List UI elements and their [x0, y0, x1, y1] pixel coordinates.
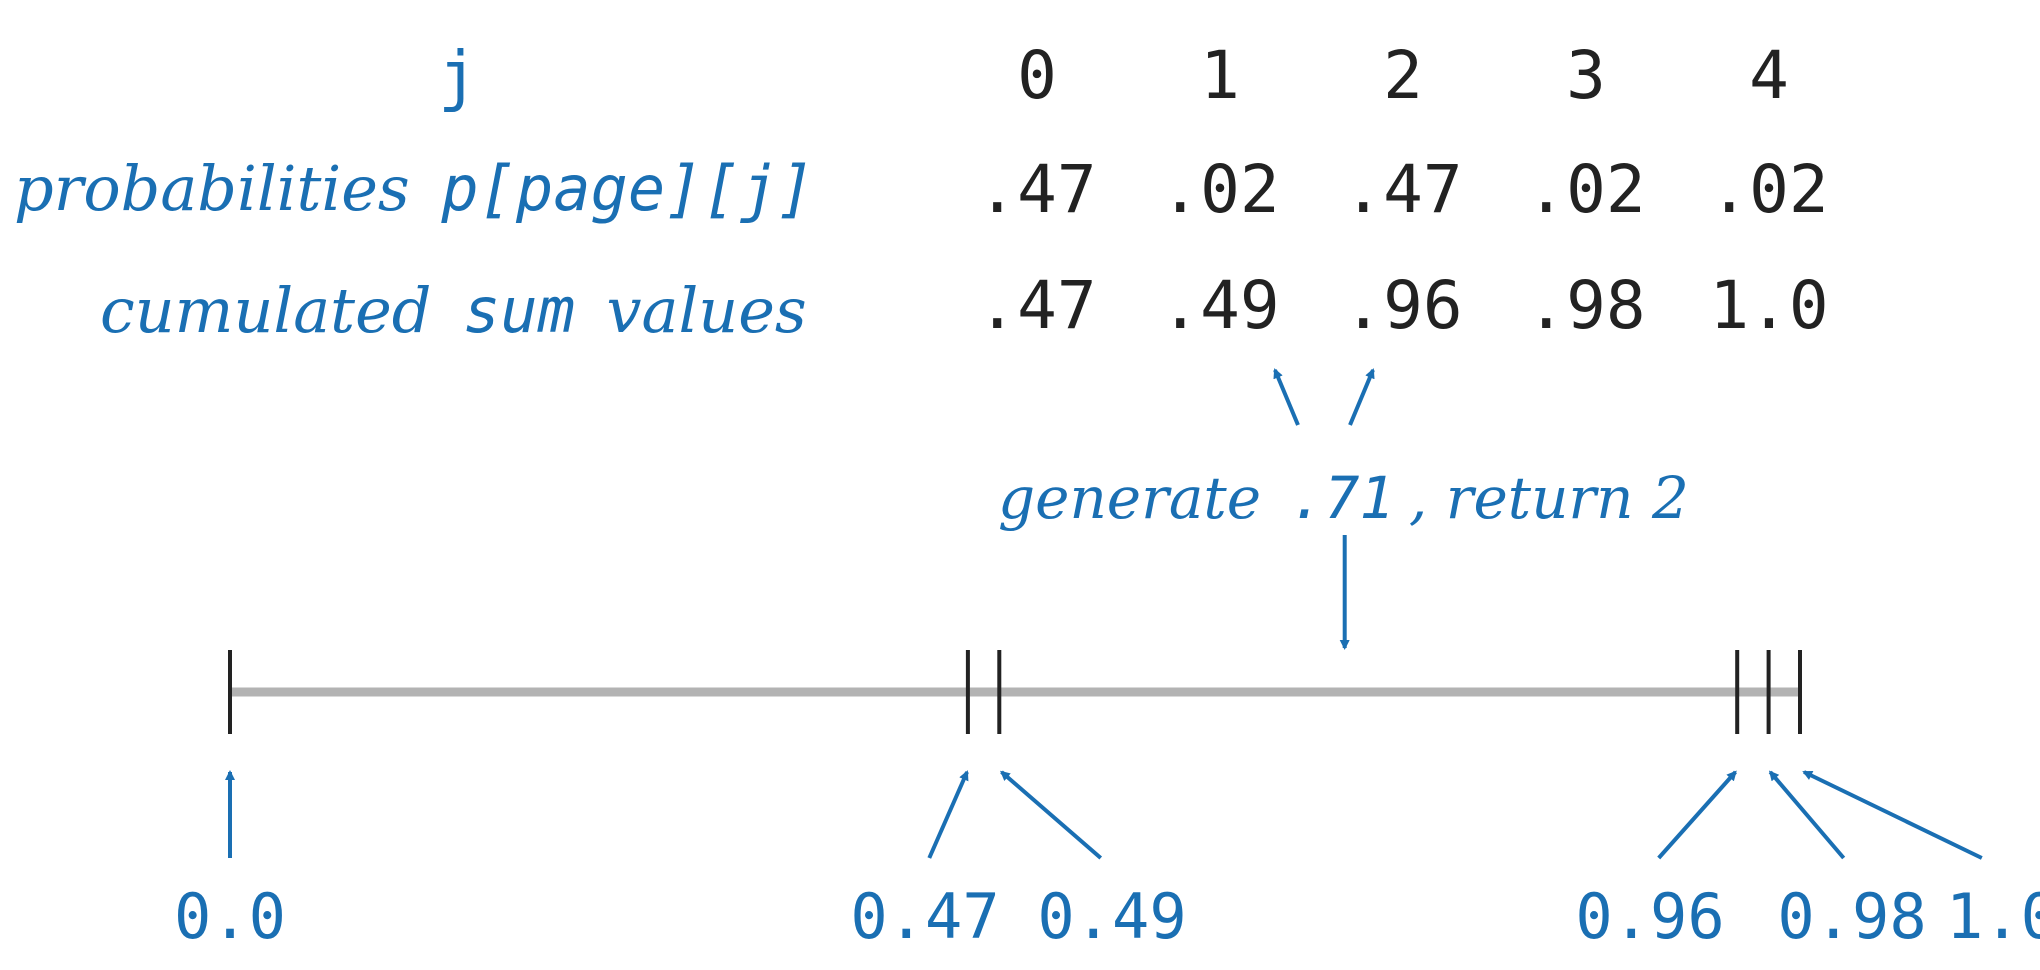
cumulative-2: .96 — [1343, 267, 1462, 344]
index-1: 1 — [1200, 37, 1240, 114]
tick-label-arrow — [1802, 770, 1983, 860]
probability-4: .02 — [1709, 151, 1828, 228]
cumulative-3: .98 — [1526, 267, 1645, 344]
sum-code: sum — [463, 274, 575, 347]
index-3: 3 — [1566, 37, 1606, 114]
caption-suffix: , return 2 — [1409, 464, 1689, 532]
arrow-to-cumulative-1 — [1273, 368, 1300, 426]
generate-caption: generate .71 , return 2 — [998, 464, 1689, 532]
number-line-labels: 0.0 0.47 0.49 0.96 0.98 1.0 — [174, 880, 2040, 953]
tick-label: 1.0 — [1946, 880, 2040, 953]
probability-0: .47 — [977, 151, 1096, 228]
probabilities-word: probabilities — [14, 152, 410, 225]
index-0: 0 — [1017, 37, 1057, 114]
tick-label-arrow — [1000, 770, 1103, 860]
values-word: values — [606, 274, 806, 347]
j-label: j — [438, 37, 478, 114]
cumulative-4: 1.0 — [1709, 267, 1828, 344]
cumulated-word: cumulated — [100, 274, 431, 347]
arrow-to-cumulative-2 — [1348, 368, 1375, 426]
tick-label-arrow — [1657, 770, 1737, 860]
tick-label: 0.96 — [1575, 880, 1724, 953]
tick-label: 0.47 — [850, 880, 999, 953]
tick-label: 0.98 — [1777, 880, 1926, 953]
probability-1: .02 — [1160, 151, 1279, 228]
probabilities-code: p[page][j] — [440, 152, 814, 225]
probability-row: .47 .02 .47 .02 .02 — [977, 151, 1828, 228]
tick-label-arrow — [1768, 770, 1846, 860]
number-line: 0.0 0.47 0.49 0.96 0.98 1.0 — [174, 535, 2040, 953]
number-line-ticks — [228, 650, 1802, 734]
caption-value: .71 — [1290, 464, 1395, 532]
cumulated-sum-label: cumulated sum values — [100, 274, 807, 347]
index-row: 0 1 2 3 4 — [1017, 37, 1789, 114]
cumulative-1: .49 — [1160, 267, 1279, 344]
cumulative-row: .47 .49 .96 .98 1.0 — [977, 267, 1828, 344]
cumulative-0: .47 — [977, 267, 1096, 344]
caption-prefix: generate — [998, 464, 1261, 532]
probability-2: .47 — [1343, 151, 1462, 228]
probability-3: .02 — [1526, 151, 1645, 228]
probabilities-label: probabilities p[page][j] — [14, 152, 815, 225]
tick-label: 0.49 — [1037, 880, 1186, 953]
tick-label: 0.0 — [174, 880, 286, 953]
index-2: 2 — [1383, 37, 1423, 114]
tick-label-arrow — [927, 770, 969, 859]
number-line-arrows — [225, 770, 1983, 860]
index-4: 4 — [1749, 37, 1789, 114]
